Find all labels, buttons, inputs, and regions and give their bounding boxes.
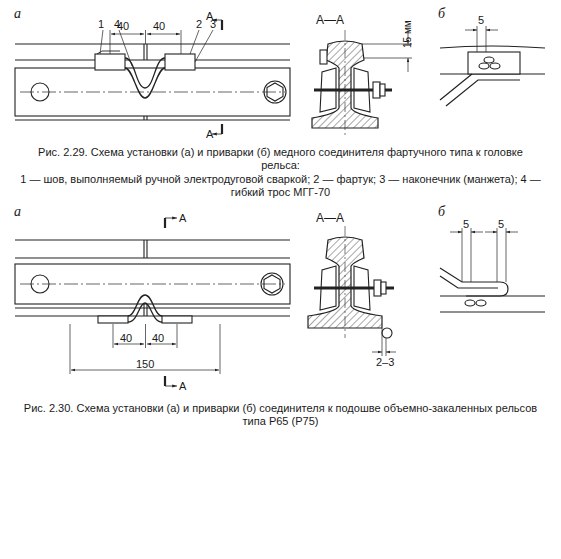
section-title: А—А [316,14,344,27]
dimension: 40 [120,332,132,344]
dimension: 40 [152,332,164,344]
dimension: 5 [463,218,469,230]
callout-number: 1 [98,18,104,30]
dimension: 40 [153,20,165,32]
figure-caption: Рис. 2.29. Схема установки (а) и приварк… [18,146,543,171]
panel-letter: б [438,6,445,21]
section-mark: А [179,212,186,224]
figure-legend: 1 — шов, выполняемый ручной электродугов… [18,173,543,198]
dimension: 15 мм [402,20,413,48]
section-mark: А [206,128,213,140]
dimension: 2–3 [376,356,394,368]
dimension: 150 [136,358,154,370]
dimension: 5 [498,218,504,230]
callout-number: 2 [196,18,202,30]
section-mark: А [179,380,186,392]
panel-letter: б [438,204,445,219]
dimension: 40 [117,20,129,32]
section-mark: А [206,10,213,22]
section-title: А—А [316,212,344,225]
dimension: 5 [478,14,484,26]
figure-caption: Рис. 2.30. Схема установки (а) и приварк… [18,402,543,427]
panel-letter: а [14,6,21,21]
panel-letter: а [14,204,21,219]
